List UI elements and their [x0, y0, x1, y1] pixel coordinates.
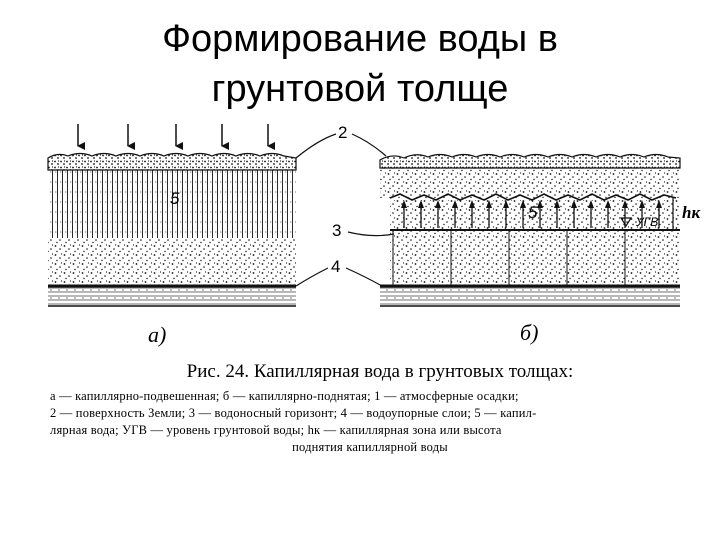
slide-title: Формирование воды в грунтовой толще: [0, 14, 720, 114]
panel-b-aquitard: [380, 286, 680, 306]
panel-b-zone-label: 5: [528, 203, 538, 222]
callout-3: 3: [332, 221, 341, 240]
capillary-rise-arrow-head: [503, 200, 509, 208]
panel-b-aquifer: [390, 230, 680, 286]
capillary-water-diagram: 5 а) УГВ 5 hк б): [47, 123, 700, 347]
capillary-rise-arrow-head: [418, 200, 424, 208]
caption-line-2: 2 — поверхность Земли; 3 — водоносный го…: [50, 406, 537, 420]
panel-b: УГВ 5 hк б): [379, 153, 700, 345]
capillary-rise-arrow-head: [605, 200, 611, 208]
panel-a-aquitard: [48, 286, 296, 306]
callout-4-leader-b: [345, 267, 383, 287]
capillary-rise-arrow-head: [588, 200, 594, 208]
capillary-rise-arrow-head: [435, 200, 441, 208]
callout-2-leader-b: [351, 133, 387, 157]
precipitation-arrows: [77, 124, 275, 150]
aquifer-grid: [392, 230, 626, 286]
panel-a: 5 а): [47, 124, 297, 347]
panel-a-capillary-zone: [48, 170, 296, 238]
hk-label: hк: [682, 203, 700, 222]
panel-a-zone-label: 5: [170, 189, 180, 208]
capillary-rise-arrow-head: [639, 200, 645, 208]
panel-a-sand-layer: [48, 238, 296, 286]
capillary-rise-arrow-head: [469, 200, 475, 208]
slide-title-line-1: Формирование воды в: [162, 18, 558, 60]
capillary-rise-arrow-head: [622, 200, 628, 208]
callouts: 2 3 4: [295, 123, 395, 287]
figure-caption: Рис. 24. Капиллярная вода в грунтовых то…: [50, 360, 690, 456]
capillary-rise-arrow-head: [656, 200, 662, 208]
capillary-rise-arrow-head: [571, 200, 577, 208]
caption-line-3: лярная вода; УГВ — уровень грунтовой вод…: [50, 423, 502, 437]
callout-3-leader: [347, 231, 395, 237]
capillary-rise-arrows: [401, 200, 662, 228]
caption-line-1: а — капиллярно-подвешенная; б — капилляр…: [50, 389, 519, 403]
capillary-rise-arrow-head: [520, 200, 526, 208]
callout-2-leader: [295, 133, 337, 159]
panel-a-label: а): [148, 322, 166, 347]
panel-b-label: б): [520, 320, 538, 345]
panel-b-sand-layer: [380, 168, 680, 198]
panel-a-surface-crust: [47, 152, 297, 171]
capillary-rise-arrow-head: [554, 200, 560, 208]
water-table-marker-icon: [619, 217, 633, 228]
capillary-rise-arrow-head: [486, 200, 492, 208]
callout-4: 4: [331, 257, 340, 276]
caption-title: Рис. 24. Капиллярная вода в грунтовых то…: [186, 361, 574, 382]
capillary-rise-arrow-head: [537, 200, 543, 208]
capillary-rise-arrow-head: [401, 200, 407, 208]
panel-b-surface-crust: [379, 153, 681, 169]
callout-4-leader: [295, 267, 329, 287]
ugv-label: УГВ: [635, 215, 658, 229]
caption-line-4: поднятия капиллярной воды: [292, 440, 448, 454]
capillary-rise-arrow-head: [452, 200, 458, 208]
slide-title-line-2: грунтовой толще: [211, 68, 509, 110]
callout-2: 2: [338, 123, 347, 142]
